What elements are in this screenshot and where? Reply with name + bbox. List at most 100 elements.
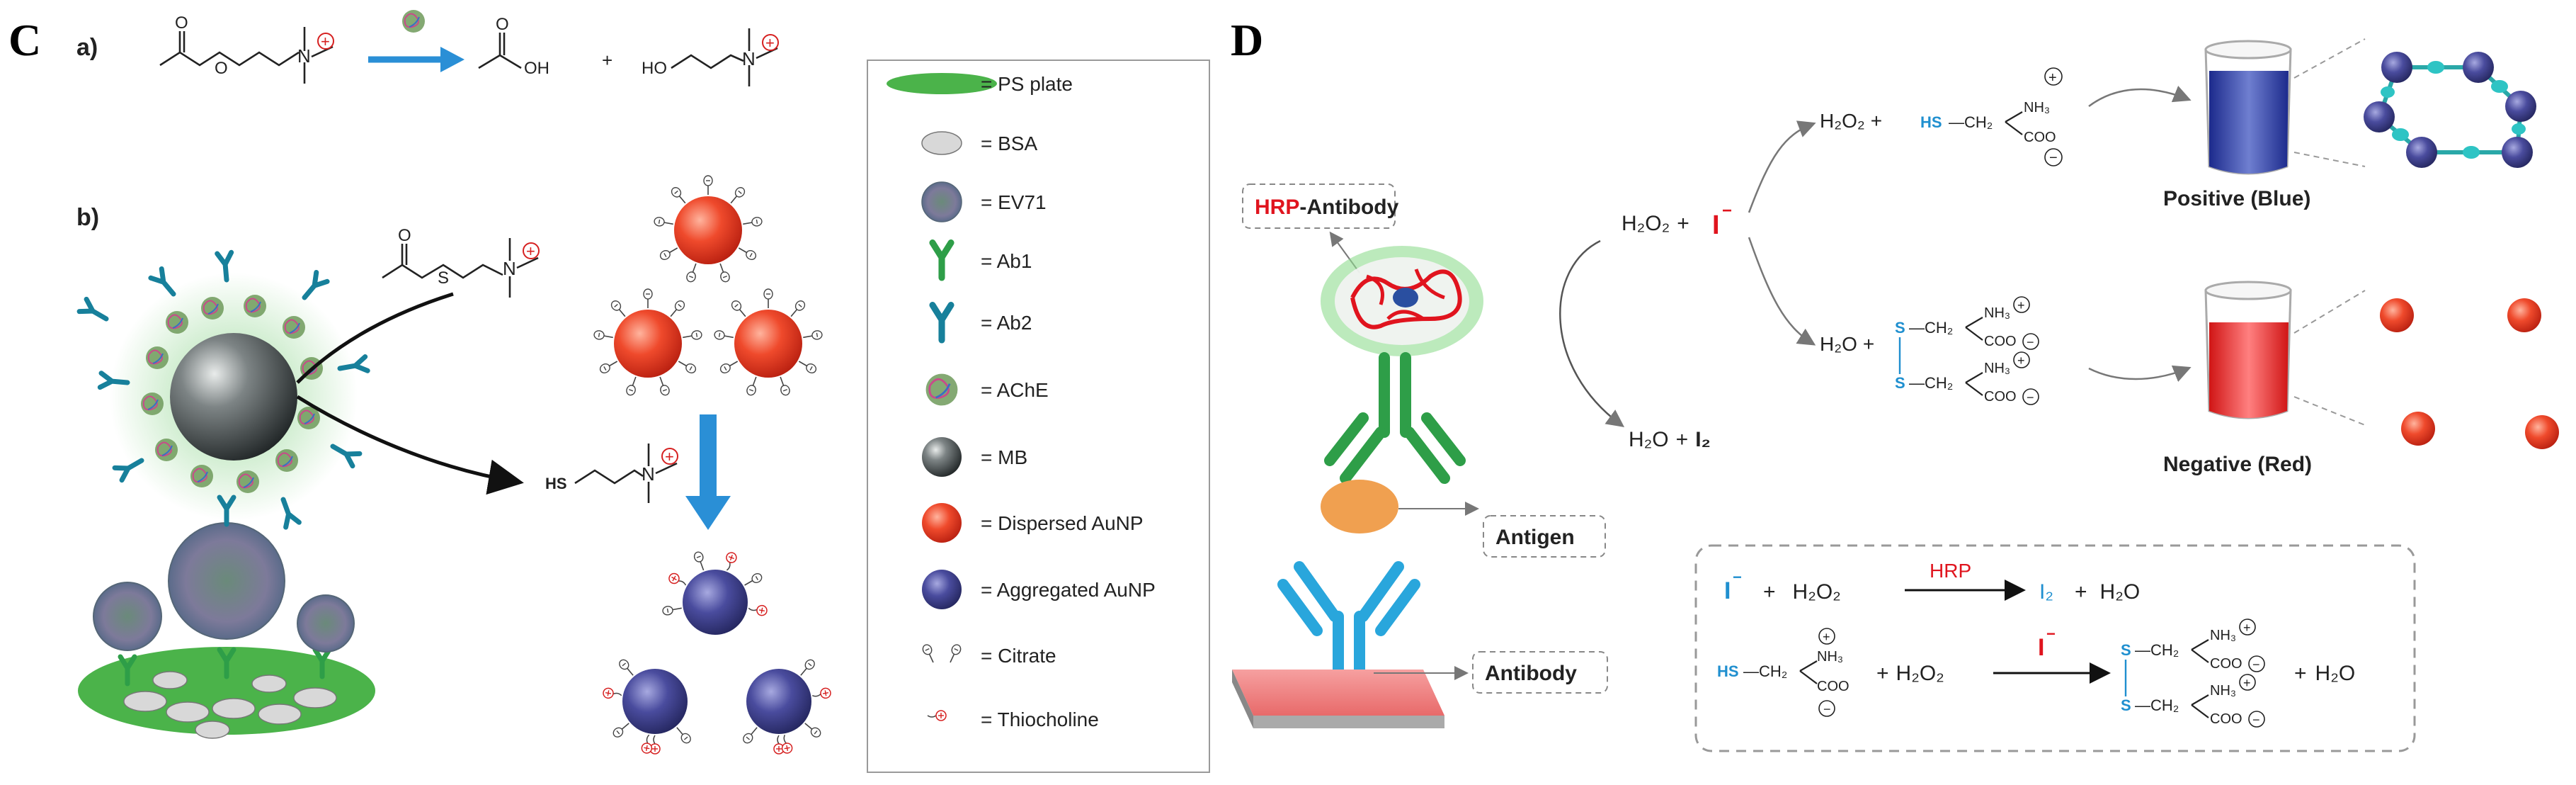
- antibody-label: Antibody: [1485, 662, 1577, 685]
- aggregation-arrow-shaft: [700, 414, 717, 499]
- cystine-ch2-1: —CH₂: [1909, 319, 1953, 337]
- h2o-cystine-row: H₂O+: [1820, 333, 1874, 355]
- red-vial: [2204, 281, 2292, 419]
- capture-antibody: [1277, 561, 1420, 693]
- legend-icons: [887, 73, 997, 721]
- sum-cys-coo: COO: [1817, 679, 1850, 694]
- legend-mb-icon: [922, 437, 962, 477]
- iodide-left-charge: −: [1722, 201, 1732, 220]
- ev71-virus-1: [93, 582, 162, 651]
- cystine-s2: S: [1895, 374, 1905, 392]
- aggregation-arrowhead: [685, 496, 731, 530]
- thiocholine-hs: HS: [545, 475, 567, 492]
- dispersed-aunp-cluster: [593, 175, 823, 397]
- ev71-virus-2: [168, 522, 285, 640]
- sum-i2: I₂: [2039, 580, 2053, 604]
- blue-vial: [2204, 40, 2292, 175]
- ach-o-ester: O: [215, 59, 228, 78]
- cystine-nh3-1: NH₃: [1984, 305, 2010, 321]
- sum-cys-charge-plus-sign: +: [1823, 630, 1830, 644]
- sum-cystine-charge-1: [2239, 619, 2256, 636]
- thiocholine-n: N: [642, 463, 655, 485]
- sum-cystine-ch2-1: —CH₂: [2135, 641, 2179, 659]
- hrp-reaction-arrow: [1559, 239, 1625, 427]
- antibody-box: [1472, 651, 1608, 694]
- cystine-charge-2-sign: −: [2027, 335, 2034, 349]
- sum-cys-charge-minus: [1818, 700, 1835, 717]
- thiocholine-charge-sign: +: [665, 448, 674, 465]
- choline-structure: [671, 28, 778, 86]
- sum-cys-hs: HS: [1717, 662, 1739, 680]
- acetic-o: O: [496, 15, 509, 34]
- negative-label: Negative (Red): [2163, 453, 2312, 476]
- sum-cystine-nh3-1: NH₃: [2210, 628, 2236, 643]
- sum-row2-iodide: I: [2038, 634, 2044, 661]
- antigen-label: Antigen: [1495, 526, 1575, 549]
- legend-box: [867, 60, 1210, 773]
- mb-sphere: [170, 333, 297, 461]
- cystine-charge-1: [2013, 296, 2030, 313]
- atc-charge-sign: +: [526, 242, 535, 260]
- pink-plate-edge: [1253, 716, 1444, 728]
- reaction-summary-box: [1694, 544, 2416, 752]
- hrp-antibody-box: [1242, 183, 1396, 229]
- atc-n: N: [503, 258, 516, 279]
- thiocholine-structure: [574, 444, 678, 503]
- cystine-coo-1: COO: [1984, 334, 2017, 349]
- choline-charge: [762, 34, 779, 51]
- legend-labels: = PS plate = BSA = EV71 = Ab1 = Ab2 = AC…: [981, 73, 1156, 730]
- cystine-charge-3-sign: +: [2017, 354, 2025, 368]
- sum-cystine-charge-3-sign: +: [2243, 676, 2251, 690]
- cys-ch2: —CH₂: [1949, 113, 1993, 131]
- legend-ev71-icon: [921, 181, 962, 222]
- hrp-antibody-label: HRP-Antibody: [1255, 196, 1399, 219]
- panel-c-letter: C: [8, 15, 41, 65]
- cystine-charge-4-sign: −: [2027, 390, 2034, 405]
- panel-d-letter: D: [1231, 15, 1263, 65]
- cystine-charge-2: [2022, 333, 2039, 350]
- atc-charge: [523, 242, 540, 259]
- sum-hrp-label: HRP: [1930, 560, 1971, 582]
- cystine-charge-1-sign: +: [2017, 298, 2025, 312]
- blue-aggregate-ring: [2364, 52, 2536, 168]
- pink-plate-side: [1232, 670, 1253, 728]
- legend-label-ab2: = Ab2: [981, 312, 1032, 334]
- reaction-arrowhead-a: [440, 47, 465, 72]
- sum-iodide-charge: −: [1733, 568, 1742, 586]
- legend-label-ps-plate: = PS plate: [981, 73, 1073, 95]
- h2o2-left: H₂O₂+: [1622, 212, 1689, 235]
- sum-cys-nh3: NH₃: [1817, 649, 1843, 665]
- legend-label-dispersed-aunp: = Dispersed AuNP: [981, 512, 1144, 534]
- sum-row1-products: +H₂O: [2075, 580, 2140, 604]
- bsa-clouds: [123, 671, 337, 739]
- sum-cystine-charge-4-sign: −: [2252, 713, 2260, 727]
- h2o2-cys-row: H₂O₂+: [1820, 110, 1882, 132]
- acetic-oh: OH: [524, 59, 549, 78]
- legend-label-citrate: = Citrate: [981, 645, 1056, 667]
- aggregated-aunp-cluster: [602, 550, 832, 755]
- sum-cystine-s2: S: [2121, 696, 2131, 714]
- legend-aggregated-aunp-icon: [922, 570, 962, 609]
- mb-complex: [79, 252, 367, 527]
- hydrolysis-arrow: [296, 395, 524, 495]
- legend-label-bsa: = BSA: [981, 132, 1037, 154]
- sum-cystine-bonds: [2191, 639, 2209, 718]
- plus-a: +: [602, 50, 612, 71]
- sum-cys-charge-minus-sign: −: [1823, 702, 1831, 716]
- to-blue-vial-arrow: [2088, 85, 2192, 108]
- cys-coo-charge: [2044, 148, 2063, 166]
- ach-charge-sign: +: [321, 33, 330, 50]
- cys-bonds: [2005, 111, 2023, 135]
- branch-negative-arrow: [1748, 237, 1816, 346]
- ev71-virus-3: [297, 594, 355, 653]
- sum-iodide: I: [1724, 577, 1731, 604]
- sum-cys-ch2: —CH₂: [1743, 662, 1787, 680]
- legend-ache-icon: [925, 373, 959, 407]
- positive-label: Positive (Blue): [2163, 187, 2310, 210]
- cystine-coo-2: COO: [1984, 389, 2017, 405]
- hydrolysis-curve: [296, 292, 454, 384]
- thiocholine-charge: [661, 448, 678, 465]
- h2o-i2: H₂O+I₂: [1629, 428, 1711, 451]
- ach-charge: [317, 33, 334, 50]
